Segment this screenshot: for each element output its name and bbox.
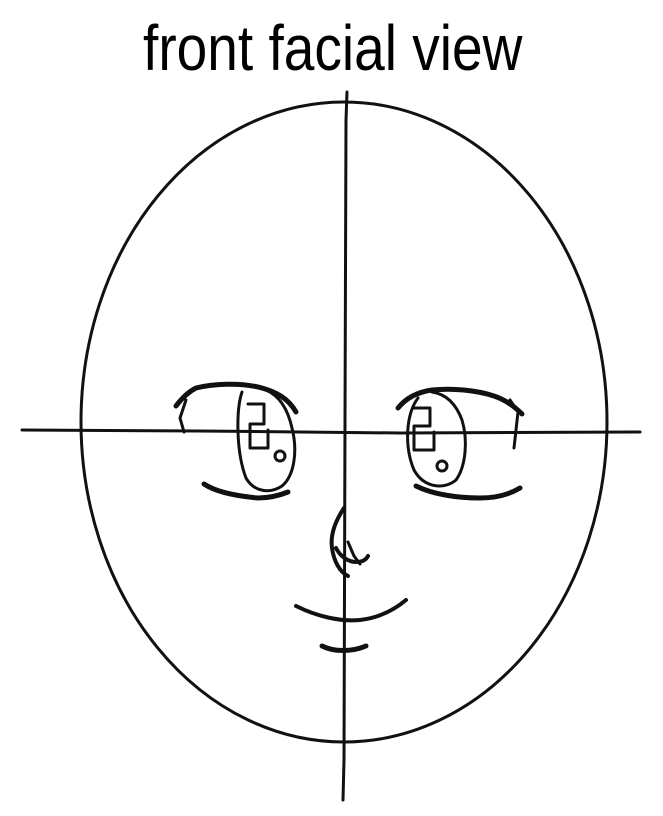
right-eye-iris	[408, 392, 466, 486]
vertical-guideline	[343, 92, 347, 800]
left-eye-iris	[238, 390, 295, 491]
left-eye-lower-lid	[204, 484, 288, 498]
nose	[332, 508, 368, 576]
right-eye-pupil	[437, 461, 447, 471]
horizontal-guideline	[22, 430, 640, 433]
left-eye-pupil	[275, 451, 285, 461]
right-eye-highlight	[414, 408, 434, 450]
right-eye	[398, 389, 522, 498]
left-eye-lash	[180, 400, 186, 432]
mouth	[296, 600, 406, 620]
right-eye-lower-lid	[416, 486, 520, 498]
left-eye	[176, 384, 296, 498]
left-eye-highlight	[248, 404, 268, 448]
